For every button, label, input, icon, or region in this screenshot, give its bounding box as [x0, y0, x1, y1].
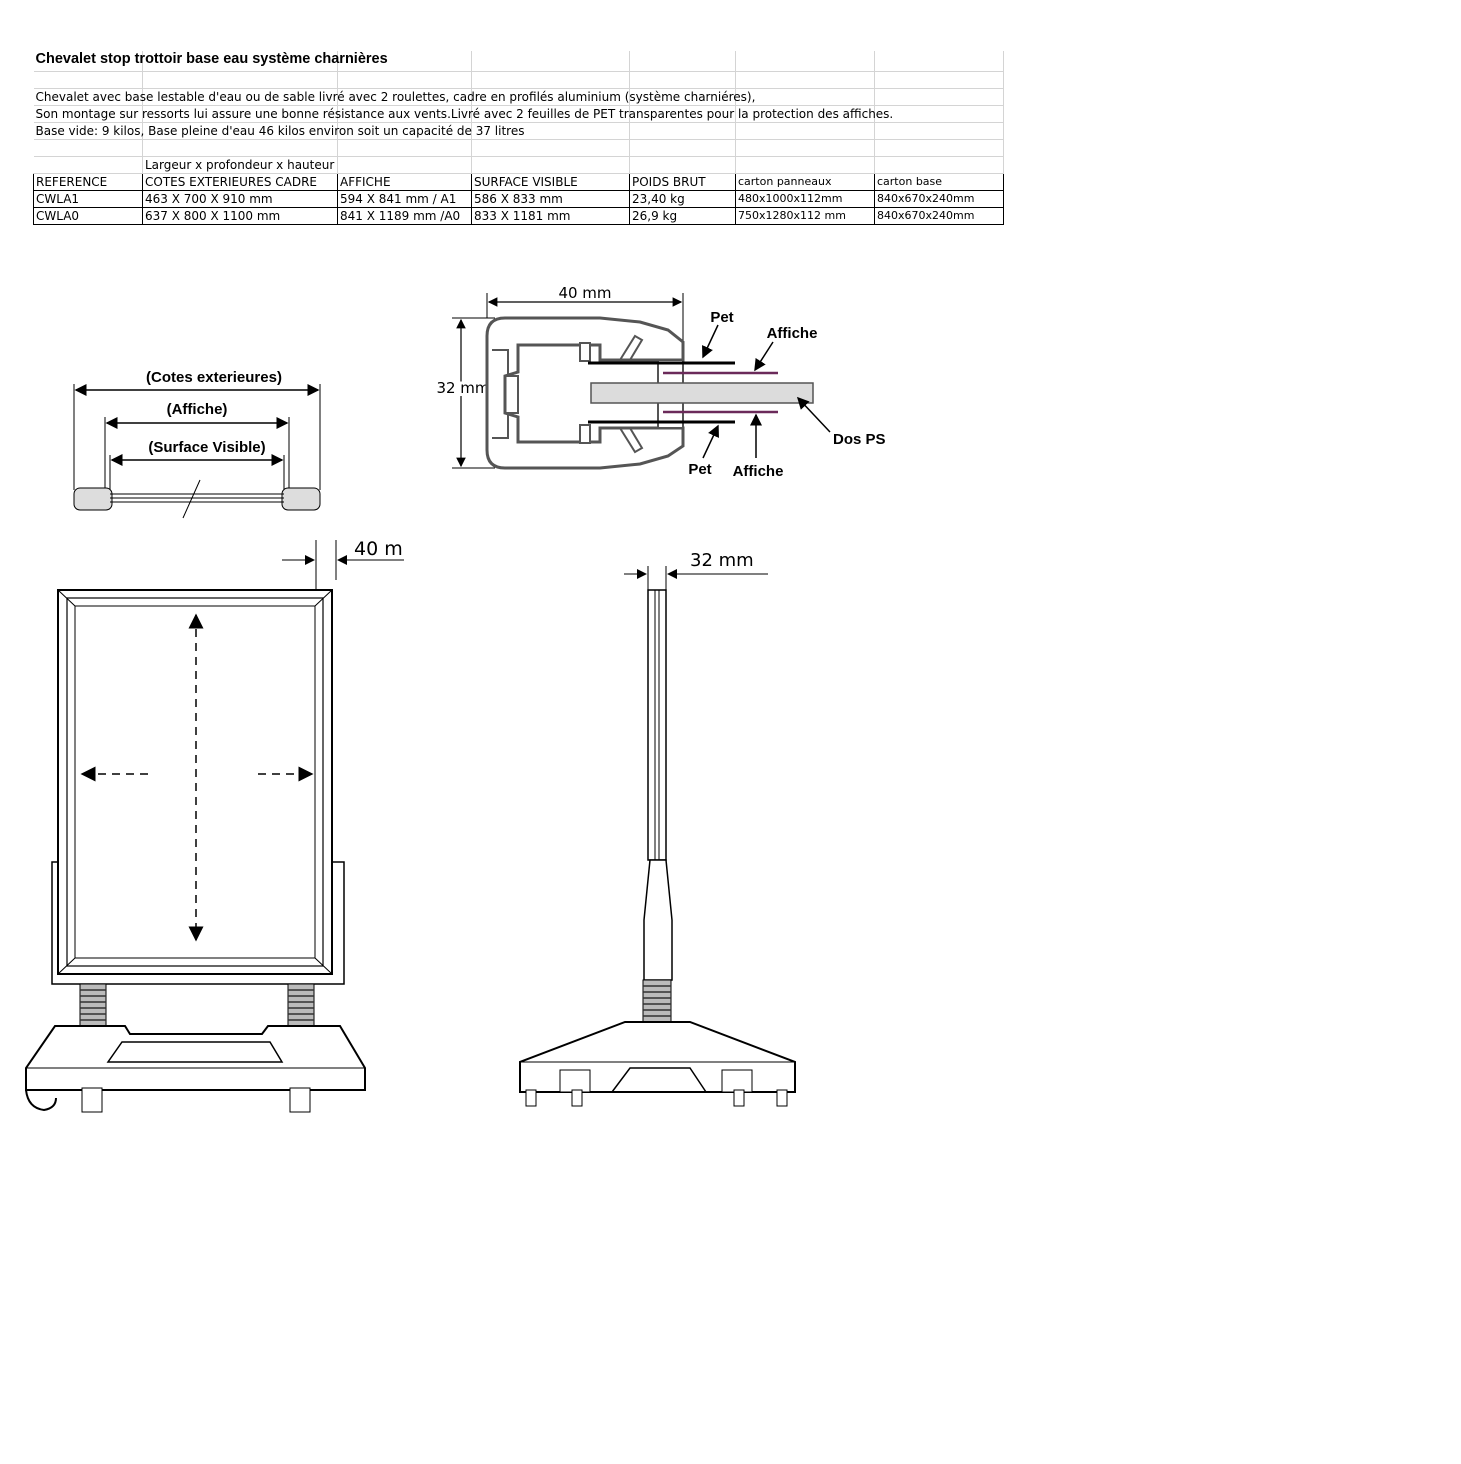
- dos-ps-label: Dos PS: [833, 431, 886, 448]
- header-carton-base[interactable]: carton base: [874, 173, 1004, 191]
- desc-line-1: Chevalet avec base lestable d'eau ou de …: [35, 90, 756, 104]
- side-view-drawing: 32 mm: [519, 550, 796, 1107]
- table-cell[interactable]: 23,40 kg: [629, 190, 736, 208]
- front-width-dim: 40 m: [354, 538, 403, 560]
- table-cell[interactable]: 840x670x240mm: [874, 207, 1004, 225]
- table-cell[interactable]: CWLA0: [33, 207, 143, 225]
- desc-line-2: Son montage sur ressorts lui assure une …: [35, 107, 894, 121]
- affiche-top-label: Affiche: [767, 325, 818, 342]
- table-cell[interactable]: 833 X 1181 mm: [471, 207, 630, 225]
- table-cell[interactable]: CWLA1: [33, 190, 143, 208]
- profile-cross-section: 40 mm 32 mm Pet Affiche Dos PS Pet Affic…: [433, 284, 886, 480]
- desc-cell-1[interactable]: Chevalet avec base lestable d'eau ou de …: [33, 88, 755, 106]
- pet-bottom-label: Pet: [688, 461, 711, 478]
- side-width-dim: 32 mm: [690, 550, 754, 571]
- header-cotes[interactable]: COTES EXTERIEURES CADRE: [142, 173, 338, 191]
- header-surface[interactable]: SURFACE VISIBLE: [471, 173, 630, 191]
- table-cell[interactable]: 26,9 kg: [629, 207, 736, 225]
- table-cell[interactable]: 463 X 700 X 910 mm: [142, 190, 338, 208]
- frame-dimension-diagram: (Cotes exterieures) (Affiche) (Surface V…: [73, 369, 321, 519]
- subheader-cell[interactable]: Largeur x profondeur x hauteur: [142, 156, 338, 174]
- table-cell[interactable]: 637 X 800 X 1100 mm: [142, 207, 338, 225]
- sheet-title-cell[interactable]: Chevalet stop trottoir base eau système …: [33, 51, 388, 72]
- dimension-subheader: Largeur x profondeur x hauteur: [145, 158, 335, 172]
- profile-width-dim: 40 mm: [558, 284, 611, 302]
- header-reference[interactable]: REFERENCE: [33, 173, 143, 191]
- table-cell[interactable]: 840x670x240mm: [874, 190, 1004, 208]
- table-row: CWLA0 637 X 800 X 1100 mm 841 X 1189 mm …: [33, 207, 1004, 225]
- table-cell[interactable]: 841 X 1189 mm /A0: [337, 207, 472, 225]
- cotes-label: (Cotes exterieures): [146, 369, 282, 386]
- desc-cell-2[interactable]: Son montage sur ressorts lui assure une …: [33, 105, 893, 123]
- spec-sheet: Chevalet stop trottoir base eau système …: [33, 51, 1004, 225]
- header-poids[interactable]: POIDS BRUT: [629, 173, 736, 191]
- surface-label: (Surface Visible): [148, 439, 265, 456]
- sheet-title: Chevalet stop trottoir base eau système …: [35, 51, 388, 67]
- table-cell[interactable]: 750x1280x112 mm: [735, 207, 875, 225]
- header-affiche[interactable]: AFFICHE: [337, 173, 472, 191]
- table-cell[interactable]: 480x1000x112mm: [735, 190, 875, 208]
- desc-line-3: Base vide: 9 kilos, Base pleine d'eau 46…: [35, 124, 525, 138]
- desc-cell-3[interactable]: Base vide: 9 kilos, Base pleine d'eau 46…: [33, 122, 524, 140]
- table-row: CWLA1 463 X 700 X 910 mm 594 X 841 mm / …: [33, 190, 1004, 208]
- affiche-label: (Affiche): [167, 401, 228, 418]
- pet-top-label: Pet: [710, 309, 733, 326]
- front-view-drawing: 40 m: [25, 538, 404, 1113]
- table-cell[interactable]: 586 X 833 mm: [471, 190, 630, 208]
- affiche-bottom-label: Affiche: [733, 463, 784, 480]
- profile-height-dim: 32 mm: [436, 379, 489, 397]
- header-carton-panneaux[interactable]: carton panneaux: [735, 173, 875, 191]
- table-cell[interactable]: 594 X 841 mm / A1: [337, 190, 472, 208]
